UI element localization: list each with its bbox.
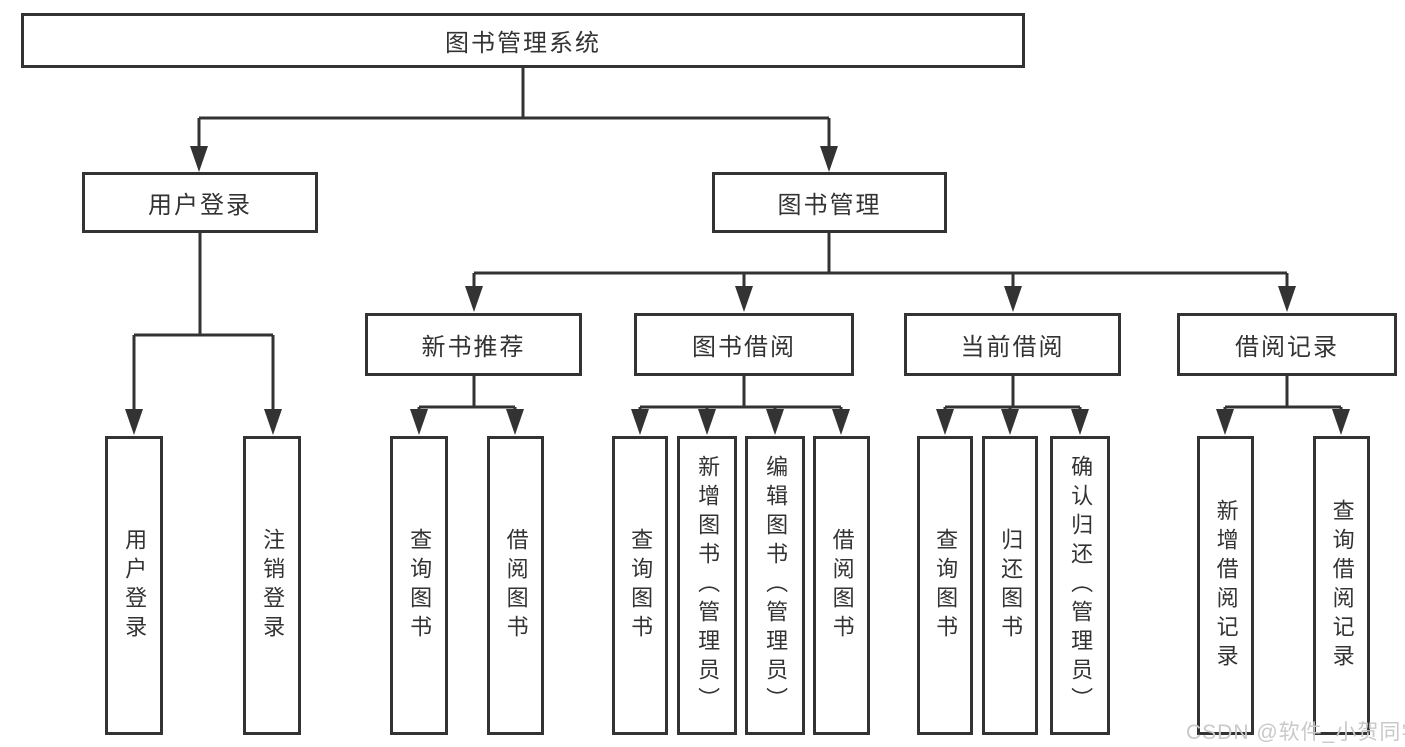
leaf-borrow-query-books-label: 查询图书 — [628, 527, 654, 644]
node-root-label: 图书管理系统 — [445, 30, 601, 57]
leaf-add-borrow-record-label: 新增借阅记录 — [1213, 498, 1239, 673]
node-current-borrow-label: 当前借阅 — [960, 334, 1065, 361]
csdn-watermark: CSDN @软件_小贺同学 — [1186, 721, 1405, 744]
connector-book-borrow-bus — [640, 376, 841, 409]
leaf-recommend-borrow-books-label: 借阅图书 — [503, 527, 529, 644]
leaf-logout-label: 注销登录 — [260, 527, 286, 644]
connector-root-bus — [199, 68, 829, 120]
node-book-borrow-label: 图书借阅 — [692, 334, 796, 361]
leaf-borrow-books: 借阅图书 — [813, 436, 870, 735]
connector-user-login-bus — [134, 233, 273, 337]
node-user-login: 用户登录 — [82, 172, 318, 233]
leaf-current-query-books-label: 查询图书 — [933, 527, 959, 644]
leaf-recommend-query-books-label: 查询图书 — [407, 527, 433, 644]
leaf-return-books-label: 归还图书 — [998, 527, 1024, 644]
leaf-confirm-return-admin: 确认归还（管理员） — [1050, 436, 1110, 735]
connector-borrow-records-bus — [1225, 376, 1341, 409]
node-user-login-label: 用户登录 — [148, 192, 252, 219]
node-root: 图书管理系统 — [21, 13, 1025, 68]
leaf-user-login-label: 用户登录 — [122, 527, 148, 644]
node-borrow-records-label: 借阅记录 — [1235, 334, 1339, 361]
leaf-add-books-admin-label: 新增图书（管理员） — [695, 455, 721, 716]
leaf-edit-books-admin-label: 编辑图书（管理员） — [763, 455, 789, 716]
node-borrow-records: 借阅记录 — [1177, 313, 1397, 376]
leaf-add-books-admin: 新增图书（管理员） — [677, 436, 737, 735]
leaf-return-books: 归还图书 — [982, 436, 1038, 735]
leaf-borrow-books-label: 借阅图书 — [829, 527, 855, 644]
leaf-current-query-books: 查询图书 — [917, 436, 973, 735]
node-book-management: 图书管理 — [712, 172, 947, 233]
node-current-borrow: 当前借阅 — [904, 313, 1121, 376]
leaf-logout: 注销登录 — [243, 436, 301, 735]
leaf-confirm-return-admin-label: 确认归还（管理员） — [1068, 455, 1094, 716]
node-new-book-recommend: 新书推荐 — [365, 313, 582, 376]
leaf-user-login: 用户登录 — [105, 436, 163, 735]
connector-book-management-bus — [474, 233, 1287, 275]
leaf-query-borrow-record-label: 查询借阅记录 — [1329, 498, 1355, 673]
node-book-borrow: 图书借阅 — [634, 313, 854, 376]
node-new-book-recommend-label: 新书推荐 — [421, 334, 526, 361]
leaf-query-borrow-record: 查询借阅记录 — [1313, 436, 1370, 735]
connector-current-borrow-bus — [945, 376, 1080, 409]
leaf-borrow-query-books: 查询图书 — [612, 436, 668, 735]
node-book-management-label: 图书管理 — [777, 192, 882, 219]
leaf-add-borrow-record: 新增借阅记录 — [1197, 436, 1254, 735]
leaf-edit-books-admin: 编辑图书（管理员） — [745, 436, 805, 735]
leaf-recommend-borrow-books: 借阅图书 — [487, 436, 544, 735]
leaf-recommend-query-books: 查询图书 — [390, 436, 448, 735]
connector-new-book-recommend-bus — [419, 376, 515, 409]
